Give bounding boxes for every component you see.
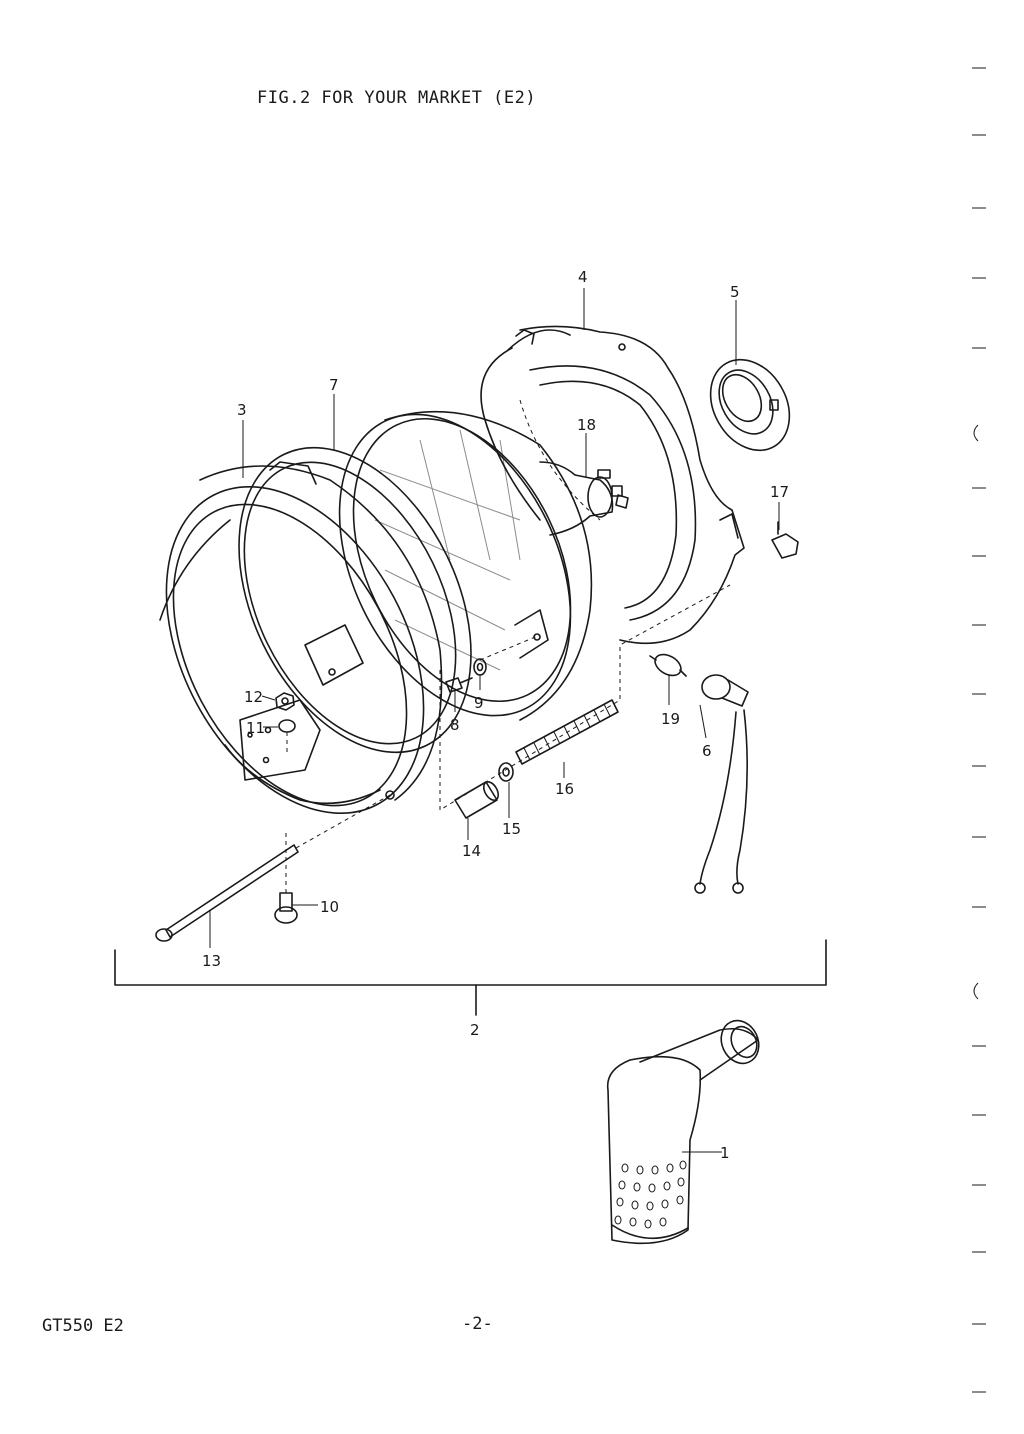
position-lamp-bulb [649,653,687,677]
callout-3: 3 [237,401,247,419]
page-number: -2- [462,1314,493,1334]
callout-2: 2 [470,1021,480,1039]
position-lamp-socket [694,674,749,894]
nut-12 [275,692,295,711]
screw-8 [445,677,473,693]
callout-7: 7 [329,376,339,394]
washer-15 [498,762,514,782]
callout-8: 8 [450,716,460,734]
figure-title: FIG.2 FOR YOUR MARKET (E2) [257,88,537,108]
callout-10: 10 [320,898,339,916]
lock-washer-11 [278,719,296,755]
callout-13: 13 [202,952,221,970]
callout-19: 19 [661,710,680,728]
callout-14: 14 [462,842,481,860]
callout-labels: 1 2 3 4 5 6 7 8 9 10 11 12 13 14 15 16 1… [202,268,789,1162]
callout-15: 15 [502,820,521,838]
callout-11: 11 [246,719,265,737]
callout-4: 4 [578,268,588,286]
washer-9 [473,658,487,676]
long-bolt-13 [155,794,391,942]
wire-clip [771,521,799,559]
headlamp-bulb-socket [539,461,629,536]
callout-12: 12 [244,688,263,706]
callout-16: 16 [555,780,574,798]
rubber-boot-1 [606,1019,760,1245]
headlamp-rim [159,461,443,815]
callout-1: 1 [720,1144,730,1162]
socket-cap [709,358,791,452]
callout-6: 6 [702,742,712,760]
callout-5: 5 [730,283,740,301]
margin-marks [972,67,986,1393]
callout-17: 17 [770,483,789,501]
callout-18: 18 [577,416,596,434]
leader-lines [209,288,780,1153]
screw-10 [274,830,298,924]
callout-9: 9 [474,694,484,712]
sealed-beam-unit [338,410,593,721]
model-code: GT550 E2 [42,1316,124,1336]
spacer-collar [454,781,500,819]
headlamp-housing [480,325,745,645]
assembly-bracket-2 [114,939,827,1016]
